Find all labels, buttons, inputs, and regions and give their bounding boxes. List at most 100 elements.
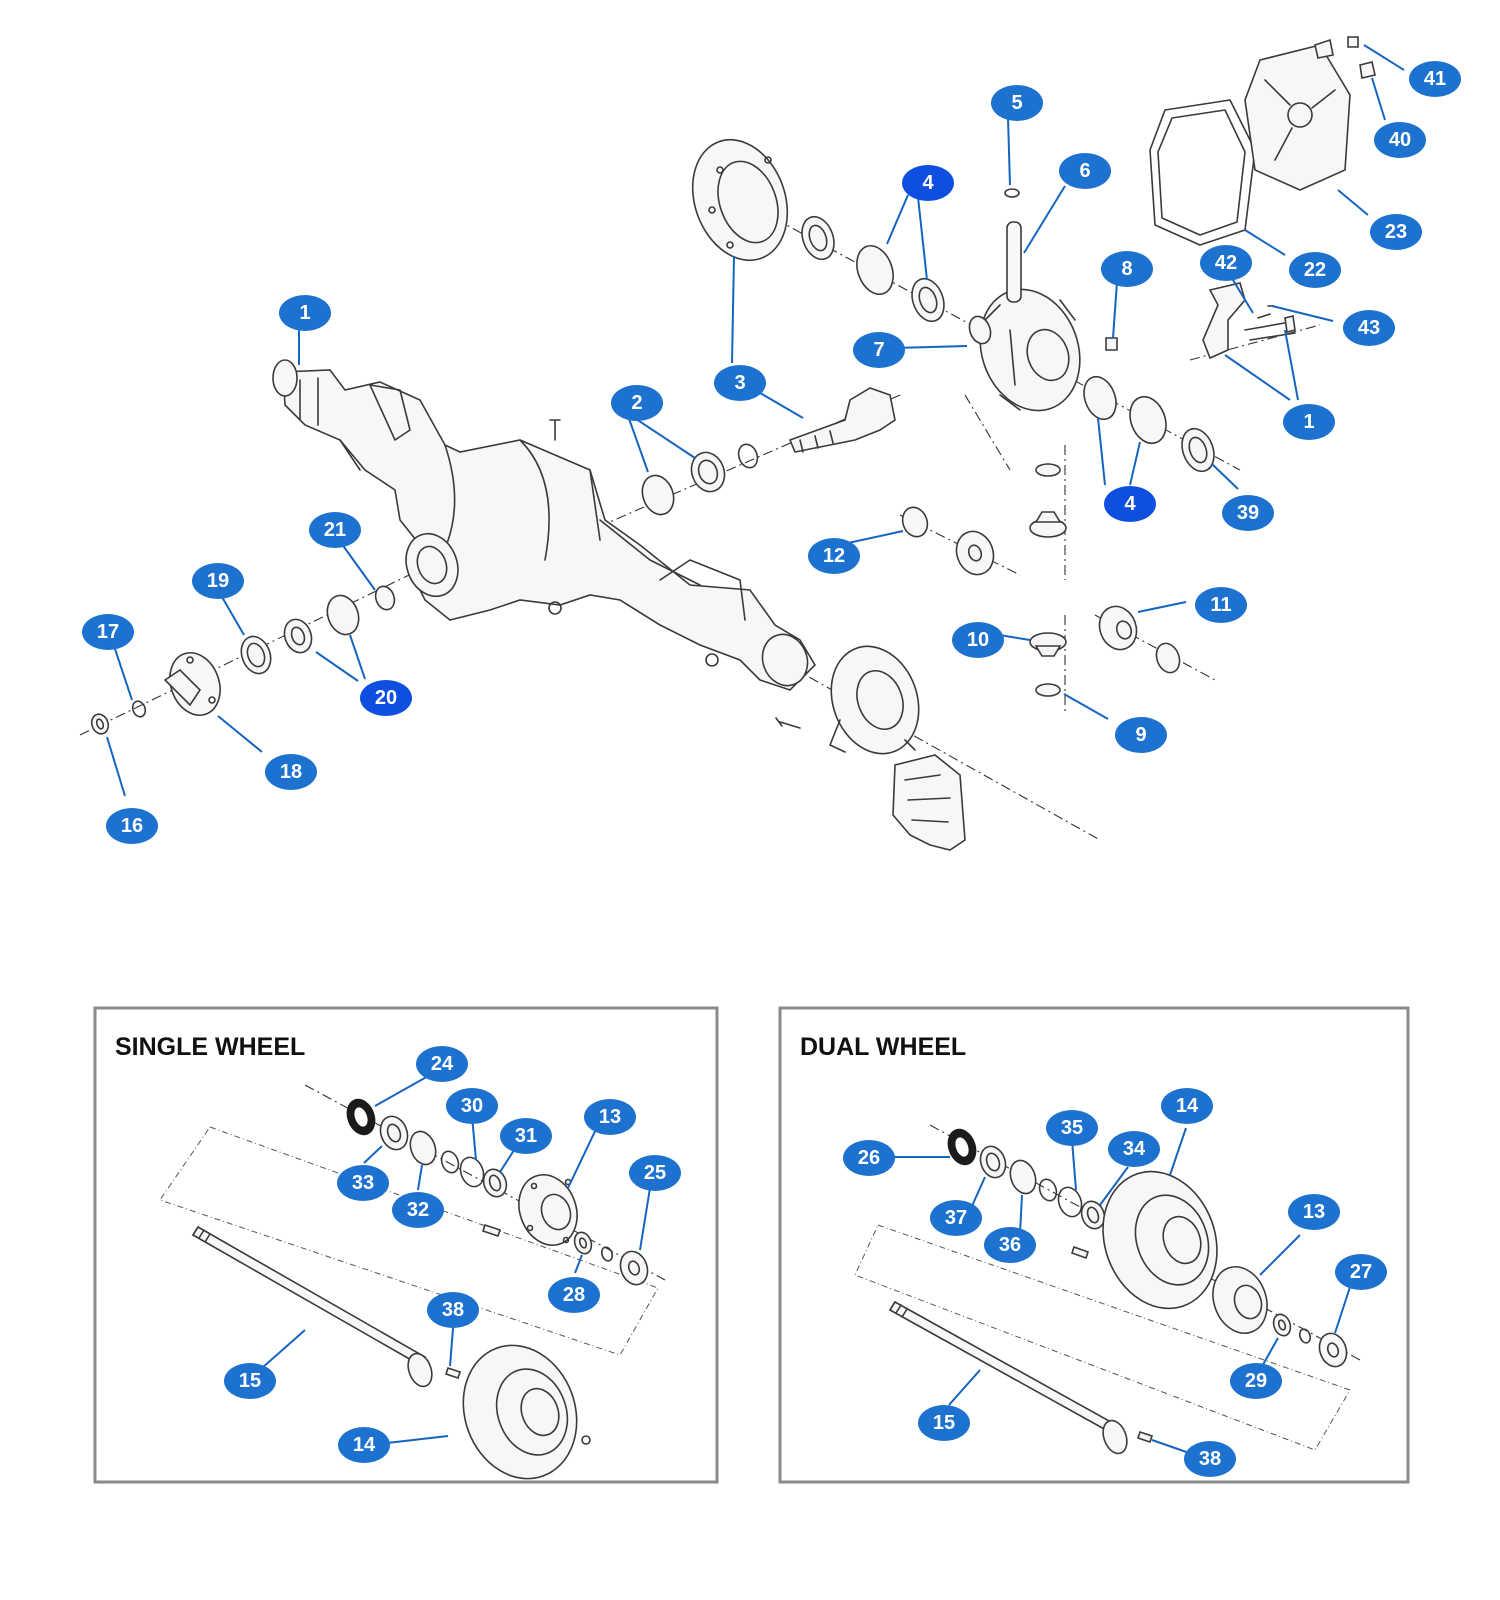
callout-16: 16 xyxy=(106,808,158,844)
dual-lock-washer xyxy=(1298,1328,1312,1344)
single-outer-race xyxy=(459,1156,485,1188)
callout-18: 18 xyxy=(265,754,317,790)
svg-text:29: 29 xyxy=(1245,1370,1267,1392)
single-wheel-frame xyxy=(93,1006,719,1484)
svg-text:5: 5 xyxy=(1011,92,1022,114)
svg-text:12: 12 xyxy=(823,545,845,567)
dual-callout-37: 37 xyxy=(930,1200,982,1236)
callout-42: 42 xyxy=(1200,245,1252,281)
single-wheel-hub xyxy=(518,1174,578,1246)
single-hub-cap-plate xyxy=(619,1250,649,1286)
pinion-bearing-2 xyxy=(690,451,726,493)
cross-shaft xyxy=(1006,221,1022,303)
dual-callout-29: 29 xyxy=(1230,1363,1282,1399)
single-wheel-inset: SINGLE WHEEL xyxy=(93,1006,719,1484)
svg-text:8: 8 xyxy=(1121,258,1132,280)
single-callout-33: 33 xyxy=(337,1165,389,1201)
axle-housing xyxy=(272,359,817,691)
single-leader-lines xyxy=(261,1074,651,1444)
callout-19: 19 xyxy=(192,563,244,599)
dual-inner-race xyxy=(1009,1159,1037,1195)
breather-vent xyxy=(1314,38,1334,59)
svg-text:25: 25 xyxy=(644,1162,666,1184)
dual-callout-38: 38 xyxy=(1184,1441,1236,1477)
dual-axle-shaft xyxy=(888,1300,1128,1455)
single-callout-13: 13 xyxy=(584,1099,636,1135)
svg-text:11: 11 xyxy=(1210,594,1231,616)
svg-text:19: 19 xyxy=(207,570,229,592)
vent-bolt xyxy=(1347,36,1359,48)
svg-text:32: 32 xyxy=(407,1199,429,1221)
single-inner-race xyxy=(409,1130,437,1166)
dual-outer-bearing xyxy=(1080,1200,1106,1230)
pinion-nut xyxy=(90,713,110,735)
dual-inner-bearing xyxy=(979,1145,1007,1179)
thrust-washer-top xyxy=(1035,463,1061,477)
diff-race-upper-a xyxy=(856,244,894,296)
single-callout-15: 15 xyxy=(224,1363,276,1399)
svg-text:15: 15 xyxy=(933,1412,955,1434)
svg-text:28: 28 xyxy=(563,1284,585,1306)
pinion-gear-bottom xyxy=(1029,632,1067,657)
callout-11: 11 xyxy=(1195,587,1247,623)
svg-text:43: 43 xyxy=(1358,317,1380,339)
brake-backing-plate xyxy=(775,645,920,755)
dual-callout-34: 34 xyxy=(1108,1131,1160,1167)
single-hub-outline xyxy=(159,1126,659,1356)
svg-text:7: 7 xyxy=(873,339,884,361)
pinion-gear-top xyxy=(1029,511,1067,538)
dual-brake-rotor xyxy=(1102,1170,1218,1310)
callout-4-upper: 4 xyxy=(902,165,954,201)
callout-1: 1 xyxy=(279,295,331,331)
single-callout-24: 24 xyxy=(416,1046,468,1082)
dual-wheel-title: DUAL WHEEL xyxy=(800,1033,966,1061)
callout-12: 12 xyxy=(808,538,860,574)
callout-7: 7 xyxy=(853,332,905,368)
callout-21: 21 xyxy=(309,512,361,548)
diff-race-lower-b xyxy=(1129,395,1167,445)
diff-race-upper-b xyxy=(911,277,945,323)
dual-leader-lines xyxy=(893,1127,1351,1456)
svg-text:39: 39 xyxy=(1237,502,1259,524)
diff-race-upper-b-inner xyxy=(918,286,938,314)
svg-text:15: 15 xyxy=(239,1370,261,1392)
callout-40: 40 xyxy=(1374,122,1426,158)
single-callout-31: 31 xyxy=(500,1118,552,1154)
dual-hub-cap-plate xyxy=(1318,1332,1348,1368)
svg-text:13: 13 xyxy=(599,1106,621,1128)
lock-ring xyxy=(1004,188,1020,198)
pinion-bearing-outer xyxy=(283,618,313,654)
single-inner-bearing xyxy=(379,1115,409,1151)
callout-5: 5 xyxy=(991,85,1043,121)
fill-plug xyxy=(1359,61,1376,79)
dual-wheel-frame xyxy=(778,1006,1410,1484)
dual-hub-outline xyxy=(854,1224,1351,1451)
svg-text:30: 30 xyxy=(461,1095,483,1117)
svg-text:34: 34 xyxy=(1123,1138,1146,1160)
single-callout-14: 14 xyxy=(338,1427,390,1463)
dual-callout-13: 13 xyxy=(1288,1194,1340,1230)
svg-text:9: 9 xyxy=(1135,724,1146,746)
svg-text:23: 23 xyxy=(1385,221,1407,243)
dual-callout-35: 35 xyxy=(1046,1110,1098,1146)
thrust-washer-side xyxy=(901,506,929,538)
svg-text:22: 22 xyxy=(1304,259,1326,281)
svg-text:3: 3 xyxy=(734,372,745,394)
svg-text:26: 26 xyxy=(858,1147,880,1169)
svg-text:42: 42 xyxy=(1215,252,1237,274)
callout-6: 6 xyxy=(1059,153,1111,189)
svg-text:1: 1 xyxy=(299,302,310,324)
dual-hub-seal xyxy=(947,1128,977,1166)
thrust-washer-bottom xyxy=(1035,683,1061,697)
callout-39: 39 xyxy=(1222,495,1274,531)
collapsible-spacer xyxy=(374,585,396,611)
callout-3: 3 xyxy=(714,365,766,401)
pinion-gear xyxy=(788,387,896,453)
dual-wheel-inset: DUAL WHEEL xyxy=(778,1006,1410,1484)
case-bolt xyxy=(1105,337,1118,351)
bearing-cap xyxy=(1202,282,1296,360)
svg-text:6: 6 xyxy=(1079,160,1090,182)
dual-bearing-nut xyxy=(1272,1313,1292,1337)
pinion-seal xyxy=(240,635,272,675)
